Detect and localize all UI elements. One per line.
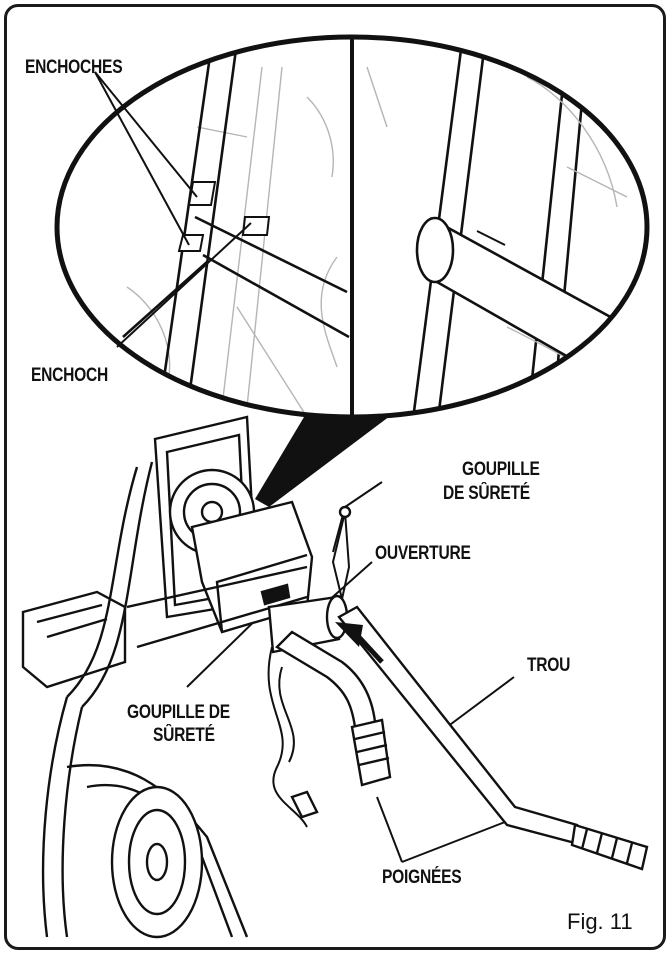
label-goupille-top-line1: GOUPILLE: [462, 459, 540, 480]
figure-frame: ENCHOCHES ENCHOCH GOUPILLE DE SÛRETÉ OUV…: [4, 4, 666, 950]
label-enchoches: ENCHOCHES: [25, 57, 123, 78]
label-poignees: POIGNÉES: [382, 867, 462, 888]
figure-caption: Fig. 11: [567, 909, 633, 934]
detail-ellipse-border: [54, 34, 650, 420]
assembly-illustration: [21, 34, 650, 939]
label-goupille-top-line2: DE SÛRETÉ: [443, 483, 530, 504]
sprayer-machine: [21, 415, 649, 939]
label-ouverture: OUVERTURE: [375, 543, 471, 564]
label-enchoch: ENCHOCH: [31, 365, 109, 386]
insertion-arrow-shaft: [355, 633, 384, 664]
label-trou: TROU: [527, 655, 571, 676]
label-goupille-left-line1: GOUPILLE DE: [127, 702, 230, 723]
label-goupille-left-line2: SÛRETÉ: [153, 725, 215, 746]
insertion-arrow: [335, 622, 363, 647]
detail-inset: [57, 37, 647, 417]
magnifier-pointer: [255, 407, 402, 507]
